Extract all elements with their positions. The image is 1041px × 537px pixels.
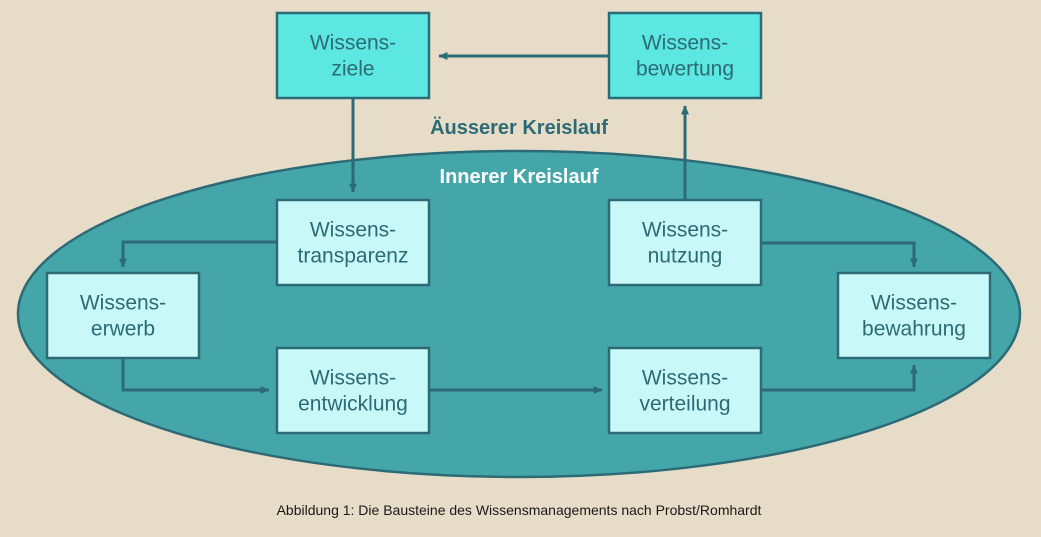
- node-wissenstransparenz[interactable]: Wissens- transparenz: [275, 198, 431, 287]
- outer-cycle-label: Äusserer Kreislauf: [430, 116, 608, 139]
- node-wissensverteilung-line1: Wissens-: [642, 367, 728, 390]
- node-wissensbewahrung-line2: bewahrung: [862, 318, 966, 341]
- node-wissensziele-line1: Wissens-: [310, 32, 396, 55]
- node-wissensbewertung[interactable]: Wissens- bewertung: [607, 11, 763, 100]
- node-wissensverteilung[interactable]: Wissens- verteilung: [607, 346, 763, 435]
- node-wissensnutzung[interactable]: Wissens- nutzung: [607, 198, 763, 287]
- arrow-transparenz-to-erwerb: [119, 240, 277, 268]
- arrow-erwerb-to-entwicklung: [121, 357, 270, 394]
- node-wissensbewahrung[interactable]: Wissens- bewahrung: [836, 271, 992, 360]
- node-wissensbewertung-line1: Wissens-: [642, 32, 728, 55]
- arrow-nutzung-to-bewahrung: [759, 241, 918, 268]
- inner-cycle-ellipse: [16, 149, 1022, 479]
- inner-cycle-label: Innerer Kreislauf: [440, 166, 599, 188]
- node-wissensbewahrung-line1: Wissens-: [871, 292, 957, 315]
- node-wissensverteilung-line2: verteilung: [639, 393, 730, 416]
- node-wissenserwerb-line1: Wissens-: [80, 292, 166, 315]
- node-wissenstransparenz-line1: Wissens-: [310, 219, 396, 242]
- node-wissensentwicklung-line1: Wissens-: [310, 367, 396, 390]
- node-wissensnutzung-line2: nutzung: [648, 245, 723, 268]
- node-wissensnutzung-line1: Wissens-: [642, 219, 728, 242]
- node-wissenstransparenz-line2: transparenz: [298, 245, 409, 268]
- node-wissenserwerb-line2: erwerb: [91, 318, 155, 341]
- node-wissensentwicklung[interactable]: Wissens- entwicklung: [275, 346, 431, 435]
- node-wissenserwerb[interactable]: Wissens- erwerb: [45, 271, 201, 360]
- node-wissensentwicklung-line2: entwicklung: [298, 393, 408, 416]
- node-wissensbewertung-line2: bewertung: [636, 58, 734, 81]
- arrow-verteilung-to-bewahrung: [759, 364, 918, 392]
- node-wissensziele-line2: ziele: [331, 58, 374, 81]
- figure-caption: Abbildung 1: Die Bausteine des Wissensma…: [277, 502, 762, 518]
- node-wissensziele[interactable]: Wissens- ziele: [275, 11, 431, 100]
